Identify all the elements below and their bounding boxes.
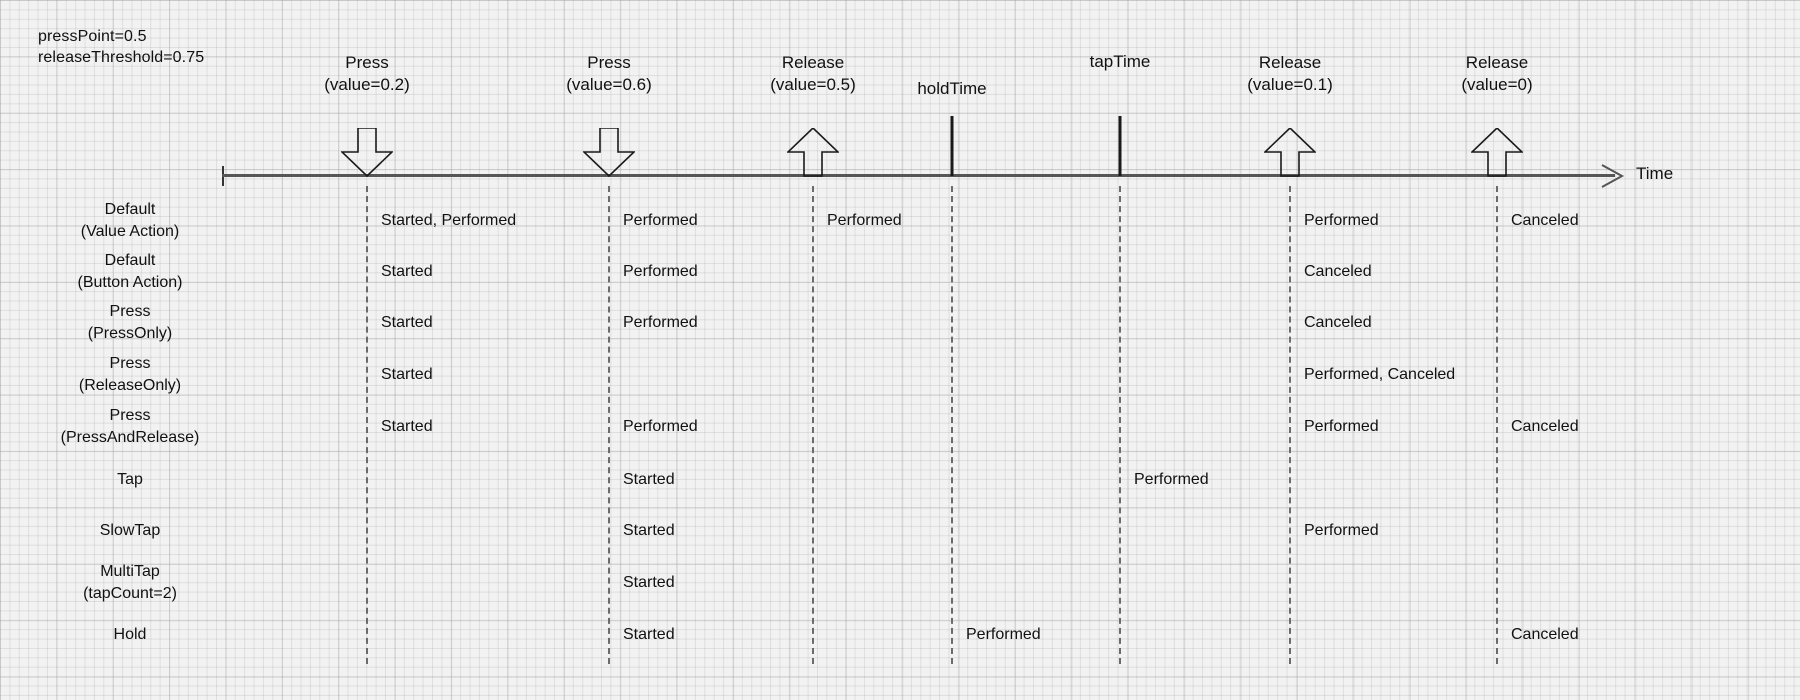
column-guide-release-00 <box>1496 186 1498 664</box>
cell-press-pressandrelease-press-02: Started <box>381 418 433 435</box>
row-label-press-releaseonly: Press (ReleaseOnly) <box>78 355 182 394</box>
time-tick-tap-time <box>1118 116 1122 176</box>
column-guide-press-06 <box>608 186 610 664</box>
cell-slowtap-release-01: Performed <box>1304 522 1379 539</box>
cell-tap-press-06: Started <box>623 471 675 488</box>
column-header-press-02: Press (value=0.2) <box>324 52 410 96</box>
column-header-release-00: Release (value=0) <box>1461 52 1532 96</box>
row-label-hold: Hold <box>113 626 147 643</box>
cell-press-pressonly-press-02: Started <box>381 314 433 331</box>
row-label-press-pressandrelease: Press (PressAndRelease) <box>60 407 200 446</box>
cell-hold-hold-time: Performed <box>966 626 1041 643</box>
column-header-subtitle: (value=0.1) <box>1247 75 1333 94</box>
cell-press-pressandrelease-release-01: Performed <box>1304 418 1379 435</box>
column-header-tap-time: tapTime <box>1090 51 1151 73</box>
cell-press-pressandrelease-press-06: Performed <box>623 418 698 435</box>
row-label-multitap: MultiTap (tapCount=2) <box>83 563 177 602</box>
column-header-subtitle: (value=0.2) <box>324 75 410 94</box>
cell-default-value-action-release-01: Performed <box>1304 212 1379 229</box>
cell-multitap-press-06: Started <box>623 574 675 591</box>
column-header-title: Release <box>781 53 845 72</box>
time-axis-label: Time <box>1636 164 1674 183</box>
cell-hold-release-00: Canceled <box>1511 626 1579 643</box>
cell-press-pressonly-press-06: Performed <box>623 314 698 331</box>
column-header-subtitle: (value=0) <box>1461 75 1533 94</box>
cell-tap-tap-time: Performed <box>1134 471 1209 488</box>
cell-default-value-action-press-06: Performed <box>623 212 698 229</box>
cell-default-button-action-press-06: Performed <box>623 263 698 280</box>
column-guide-release-05 <box>812 186 814 664</box>
row-label-default-value-action: Default (Value Action) <box>80 201 180 240</box>
press-arrow-down-icon-press-02 <box>341 128 393 177</box>
cell-default-value-action-release-05: Performed <box>827 212 902 229</box>
column-header-subtitle: (value=0.5) <box>770 75 856 94</box>
column-header-release-05: Release (value=0.5) <box>770 52 856 96</box>
column-header-release-01: Release (value=0.1) <box>1247 52 1333 96</box>
column-header-title: tapTime <box>1089 52 1151 71</box>
column-header-title: Release <box>1465 53 1529 72</box>
press-arrow-down-icon-press-06 <box>583 128 635 177</box>
row-label-tap: Tap <box>117 471 143 488</box>
column-header-press-06: Press (value=0.6) <box>566 52 652 96</box>
cell-press-pressonly-release-01: Canceled <box>1304 314 1372 331</box>
time-axis-line <box>222 174 1615 177</box>
column-header-hold-time: holdTime <box>917 78 986 100</box>
cell-press-releaseonly-press-02: Started <box>381 366 433 383</box>
release-arrow-up-icon-release-05 <box>787 128 839 177</box>
release-arrow-up-icon-release-00 <box>1471 128 1523 177</box>
cell-hold-press-06: Started <box>623 626 675 643</box>
column-header-title: holdTime <box>917 79 987 98</box>
parameters-note: pressPoint=0.5 releaseThreshold=0.75 <box>38 28 205 66</box>
column-guide-hold-time <box>951 186 953 664</box>
row-label-press-pressonly: Press (PressOnly) <box>87 303 173 342</box>
column-header-title: Press <box>587 53 631 72</box>
cell-press-pressandrelease-release-00: Canceled <box>1511 418 1579 435</box>
column-guide-tap-time <box>1119 186 1121 664</box>
column-guide-release-01 <box>1289 186 1291 664</box>
cell-default-value-action-press-02: Started, Performed <box>381 212 517 229</box>
time-axis-arrowhead <box>1600 163 1626 189</box>
cell-slowtap-press-06: Started <box>623 522 675 539</box>
row-label-slowtap: SlowTap <box>99 522 161 539</box>
cell-press-releaseonly-release-01: Performed, Canceled <box>1304 366 1456 383</box>
row-label-default-button-action: Default (Button Action) <box>77 252 183 291</box>
column-header-title: Press <box>345 53 389 72</box>
time-tick-hold-time <box>950 116 954 176</box>
cell-default-button-action-press-02: Started <box>381 263 433 280</box>
column-header-title: Release <box>1258 53 1322 72</box>
release-arrow-up-icon-release-01 <box>1264 128 1316 177</box>
cell-default-value-action-release-00: Canceled <box>1511 212 1579 229</box>
cell-default-button-action-release-01: Canceled <box>1304 263 1372 280</box>
column-header-subtitle: (value=0.6) <box>566 75 652 94</box>
column-guide-press-02 <box>366 186 368 664</box>
